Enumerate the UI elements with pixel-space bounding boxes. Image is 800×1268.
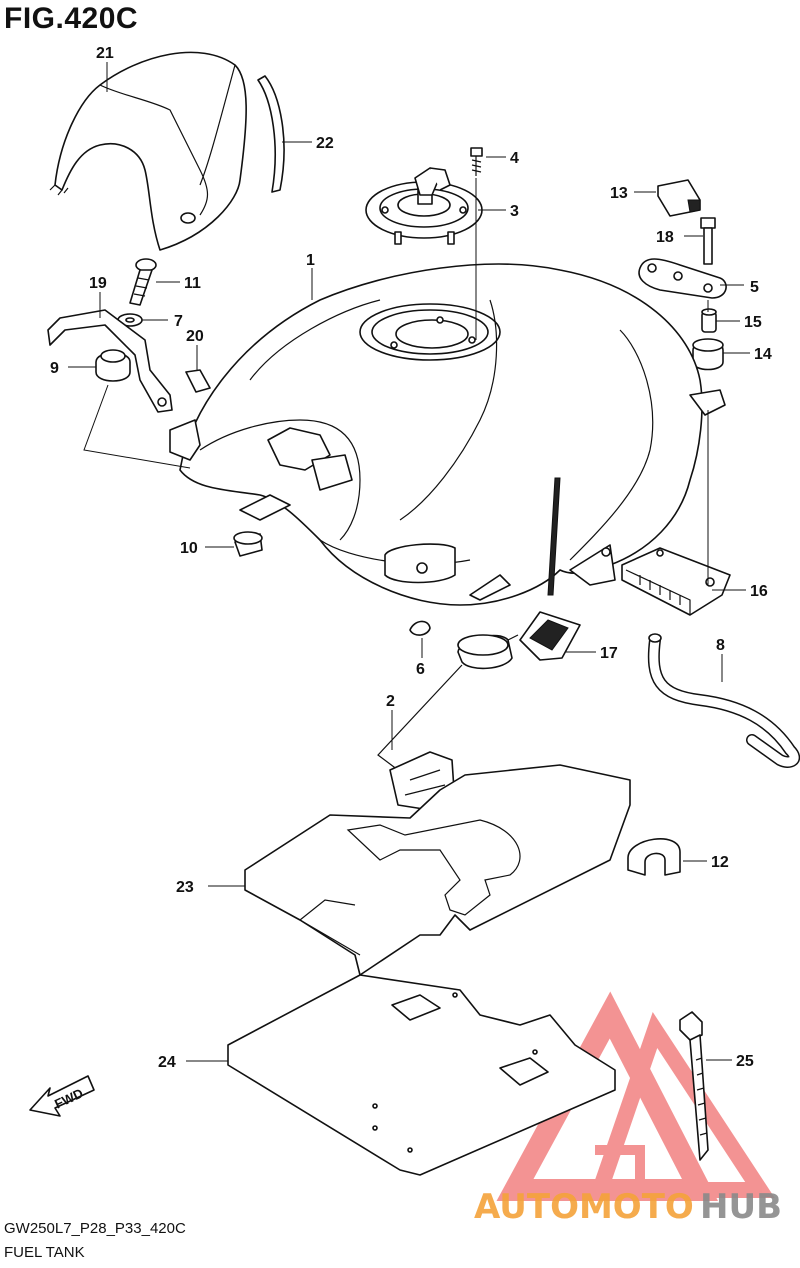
part-25-cable-tie[interactable]: [679, 1011, 709, 1161]
part-8-hose[interactable]: [647, 633, 800, 768]
figure-name: FUEL TANK: [4, 1244, 85, 1261]
part-21-tank-cover[interactable]: [49, 51, 247, 251]
callout-18: 18: [656, 229, 674, 246]
callout-23: 23: [176, 879, 194, 896]
leader-lines: [68, 62, 750, 1062]
part-24-insulation-mat[interactable]: [227, 974, 616, 1176]
callout-6: 6: [416, 661, 425, 678]
part-15-collar[interactable]: [701, 308, 717, 333]
part-14-grommet[interactable]: [692, 338, 724, 371]
callout-8: 8: [716, 637, 725, 654]
figure-code: GW250L7_P28_P33_420C: [4, 1220, 186, 1237]
callout-9: 9: [50, 360, 59, 377]
callout-21: 21: [96, 45, 114, 62]
part-5-bracket[interactable]: [638, 258, 727, 299]
part-12-clamp[interactable]: [627, 838, 681, 876]
fwd-label: FWD: [52, 1085, 85, 1111]
part-3-fuel-cap[interactable]: [365, 167, 483, 245]
callout-labels: 21 22 4 3 1 13 18 5 15 14 16 11 7 19 20 …: [50, 45, 772, 1071]
callout-5: 5: [750, 279, 759, 296]
part-19-bracket[interactable]: [47, 309, 173, 413]
callout-25: 25: [736, 1053, 754, 1070]
part-16-seal[interactable]: [621, 547, 731, 616]
part-1-fuel-tank[interactable]: [169, 263, 726, 606]
watermark-text-b: HUB: [700, 1187, 782, 1227]
part-22-strip[interactable]: [257, 75, 285, 193]
callout-1: 1: [306, 252, 315, 269]
figure-title: FIG.420C: [4, 2, 139, 35]
callout-24: 24: [158, 1054, 176, 1071]
callout-13: 13: [610, 185, 628, 202]
callout-19: 19: [89, 275, 107, 292]
callout-7: 7: [174, 313, 183, 330]
part-11-screw[interactable]: [129, 258, 157, 306]
callout-14: 14: [754, 346, 772, 363]
part-10-grommet[interactable]: [233, 531, 263, 557]
callout-22: 22: [316, 135, 334, 152]
callout-12: 12: [711, 854, 729, 871]
fwd-arrow: FWD: [29, 1075, 95, 1117]
part-9-grommet[interactable]: [95, 349, 131, 382]
callout-4: 4: [510, 150, 519, 167]
part-4-screw[interactable]: [470, 147, 483, 176]
callout-20: 20: [186, 328, 204, 345]
part-18-bolt[interactable]: [700, 217, 716, 265]
callout-2: 2: [386, 693, 395, 710]
part-13-cushion[interactable]: [657, 179, 701, 217]
callout-11: 11: [184, 275, 201, 292]
callout-16: 16: [750, 583, 768, 600]
part-20-pad[interactable]: [185, 369, 211, 393]
part-17-emblem[interactable]: [519, 611, 581, 661]
callout-17: 17: [600, 645, 618, 662]
watermark-text-a: AUTOMOTO: [474, 1187, 694, 1227]
watermark-text: AUTOMOTO HUB: [474, 1187, 782, 1227]
callout-15: 15: [744, 314, 762, 331]
callout-10: 10: [180, 540, 198, 557]
callout-3: 3: [510, 203, 519, 220]
part-6-gasket[interactable]: [409, 620, 431, 636]
part-23-insulation-mat[interactable]: [244, 764, 631, 976]
